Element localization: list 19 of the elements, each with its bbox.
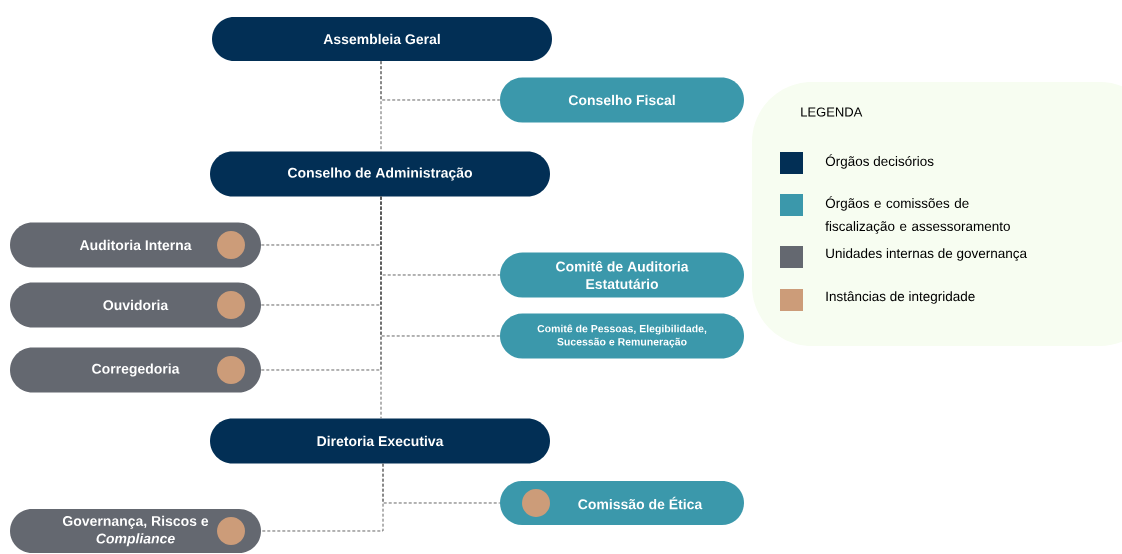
org-box: Governança, Riscos e Compliance — [10, 509, 261, 553]
connector-line — [380, 60, 382, 152]
org-box: Conselho Fiscal — [500, 77, 744, 123]
connector-line — [380, 196, 382, 419]
legend-title: LEGENDA — [801, 107, 863, 117]
legend-text: Instâncias de integridade — [826, 291, 975, 304]
legend-text: Unidades internas de governança — [826, 248, 1028, 261]
org-box: Corregedoria — [10, 347, 261, 393]
org-box: Ouvidoria — [10, 282, 261, 328]
org-box: Comitê de Pessoas, Elegibilidade, Sucessão e Remuneração — [500, 313, 744, 359]
connector-line — [260, 463, 384, 532]
org-box: Auditoria Interna — [10, 222, 261, 268]
org-box: Assembleia Geral — [212, 17, 552, 61]
legend-text: Órgãos e comissões de fiscalização e assessoramento — [825, 196, 1010, 234]
org-box: Comissão de Ética — [500, 481, 744, 525]
org-box: Conselho de Administração — [210, 151, 550, 197]
org-box: Diretoria Executiva — [210, 418, 550, 464]
org-box: Comitê de Auditoria Estatutário — [500, 252, 744, 298]
legend-text: Órgãos decisórios — [825, 154, 934, 169]
